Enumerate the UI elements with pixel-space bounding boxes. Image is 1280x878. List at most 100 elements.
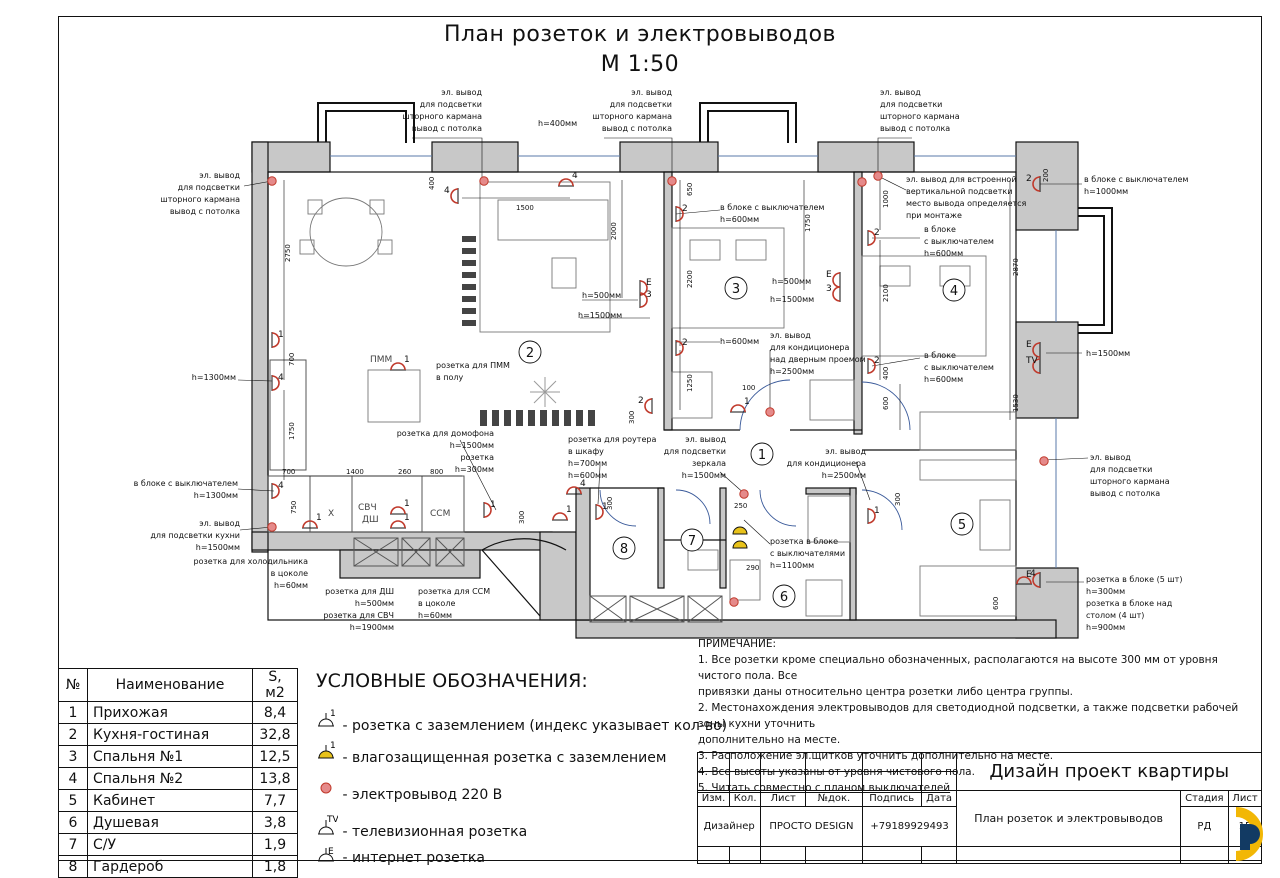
callout-intercom: розетка для домофона h=1500мм розетка h=… (397, 429, 494, 474)
outlet-icon: 1 (552, 505, 572, 521)
svg-text:в блоке: в блоке (924, 225, 956, 234)
svg-text:шторного кармана: шторного кармана (880, 112, 960, 121)
svg-text:розетка: розетка (460, 453, 494, 462)
callout-pmm: розетка для ПММ в полу (436, 361, 510, 382)
room-number-1: 1 (758, 448, 766, 463)
svg-text:в блоке с выключателем: в блоке с выключателем (720, 203, 824, 212)
callout-bed3-h1500: h=1500мм (770, 295, 814, 304)
callout-right-curtain: эл. вывод для подсветки шторного кармана… (1090, 453, 1170, 498)
svg-text:вывод с потолка: вывод с потолка (1090, 489, 1160, 498)
svg-text:h=700мм: h=700мм (568, 459, 607, 468)
svg-text:2: 2 (682, 338, 688, 348)
leader-lines (237, 137, 1089, 583)
power-output-icon (479, 176, 489, 186)
svg-text:шторного кармана: шторного кармана (402, 112, 482, 121)
svg-text:в шкафу: в шкафу (568, 447, 604, 456)
sheet-title: План розеток и электровыводов (956, 789, 1181, 848)
outlet-icon: 1 (595, 502, 608, 520)
power-output-icon (267, 176, 277, 186)
dim-600b: 600 (992, 597, 1000, 610)
svg-text:h=600мм: h=600мм (720, 215, 759, 224)
outlet-icon: 1 (390, 355, 410, 371)
callout-bed4-block2: в блоке с выключателем h=600мм (924, 351, 994, 384)
svg-text:h=600мм: h=600мм (924, 375, 963, 384)
svg-text:розетка для роутера: розетка для роутера (568, 435, 656, 444)
dim-290: 290 (746, 564, 759, 572)
svg-text:место вывода определяется: место вывода определяется (906, 199, 1027, 208)
power-output-icon (320, 782, 332, 794)
svg-text:в блоке с выключателем: в блоке с выключателем (1084, 175, 1188, 184)
rooms-table-header: № Наименование S, м2 (58, 668, 298, 702)
note-line: дополнительно на месте. (698, 734, 841, 746)
plan-title: План розеток и электровыводов (443, 22, 837, 47)
svg-text:в цоколе: в цоколе (271, 569, 308, 578)
svg-text:для кондиционера: для кондиционера (770, 343, 849, 352)
dim-1750b: 1750 (804, 214, 812, 232)
svg-text:h=1500мм: h=1500мм (196, 543, 240, 552)
dim-400b: 400 (882, 367, 890, 380)
callout-dw: розетка для ДШ h=500мм розетка для СВЧ h… (323, 587, 394, 632)
outlet-icon: 4 (271, 373, 284, 391)
svg-text:1: 1 (404, 499, 410, 509)
svg-text:E: E (328, 847, 334, 857)
room-number-7: 7 (688, 534, 696, 549)
role: Дизайнер (696, 806, 762, 848)
svg-text:1: 1 (330, 709, 336, 719)
legend-item-wet-outlet: 1 - влагозащищенная розетка с заземление… (316, 740, 666, 766)
callout-mirror: эл. вывод для подсветки зеркала h=1500мм (664, 435, 727, 480)
svg-text:h=600мм: h=600мм (568, 471, 607, 480)
svg-text:E: E (826, 270, 832, 280)
callout-top-left-ceiling: эл. вывод для подсветки шторного кармана… (402, 88, 482, 133)
dim-300c: 300 (606, 497, 614, 510)
outlet-icon: 2 (675, 204, 688, 222)
callout-bed3-block: в блоке с выключателем h=600мм (720, 203, 824, 224)
power-output-icon (857, 177, 867, 187)
svg-text:1: 1 (490, 500, 496, 510)
svg-text:4: 4 (1030, 569, 1036, 579)
stage-value: РД (1179, 806, 1229, 848)
svg-text:с выключателем: с выключателем (924, 237, 994, 246)
svg-text:h=1500мм: h=1500мм (450, 441, 494, 450)
svg-text:шторного кармана: шторного кармана (160, 195, 240, 204)
svg-text:с выключателями: с выключателями (770, 549, 845, 558)
svg-text:2: 2 (874, 356, 880, 366)
legend-title: УСЛОВНЫЕ ОБОЗНАЧЕНИЯ: (316, 670, 588, 692)
svg-text:h=1300мм: h=1300мм (194, 491, 238, 500)
callout-fridge: розетка для холодильника в цоколе h=60мм (194, 557, 309, 590)
internet-outlet-icon: E (318, 847, 334, 862)
outlet-icon: 3 (639, 290, 652, 308)
appliance-svch: СВЧ (358, 503, 377, 513)
svg-text:для подсветки: для подсветки (1090, 465, 1152, 474)
glazing (330, 155, 1057, 568)
ceiling-lamp (530, 377, 560, 407)
svg-text:вывод с потолка: вывод с потолка (412, 124, 482, 133)
svg-text:E: E (1026, 340, 1032, 350)
appliance-ssm: ССМ (430, 509, 450, 519)
svg-text:розетка для ССМ: розетка для ССМ (418, 587, 490, 596)
svg-text:1: 1 (330, 741, 336, 751)
svg-text:2: 2 (682, 204, 688, 214)
power-output-icon (765, 407, 775, 417)
room-number-8: 8 (620, 542, 628, 557)
svg-text:шторного кармана: шторного кармана (1090, 477, 1170, 486)
svg-text:h=1500мм: h=1500мм (682, 471, 726, 480)
svg-text:2: 2 (1026, 174, 1032, 184)
svg-text:при монтаже: при монтаже (906, 211, 962, 220)
outlet-icon: 2 (675, 338, 688, 356)
svg-text:розетка для домофона: розетка для домофона (397, 429, 494, 438)
project-title: Дизайн проект квартиры (956, 752, 1262, 791)
dim-1500: 1500 (516, 204, 534, 212)
callout-bath-switch: розетка в блоке с выключателями h=1100мм (770, 537, 845, 570)
svg-text:4: 4 (278, 373, 284, 383)
svg-text:для подсветки: для подсветки (664, 447, 726, 456)
dim-1000: 1000 (882, 190, 890, 208)
dim-2750: 2750 (284, 244, 292, 262)
svg-text:розетка для холодильника: розетка для холодильника (194, 557, 309, 566)
svg-text:h=1900мм: h=1900мм (350, 623, 394, 632)
svg-text:2: 2 (874, 228, 880, 238)
svg-text:вывод с потолка: вывод с потолка (880, 124, 950, 133)
svg-text:4: 4 (572, 171, 578, 181)
dim-700b: 700 (282, 468, 295, 476)
